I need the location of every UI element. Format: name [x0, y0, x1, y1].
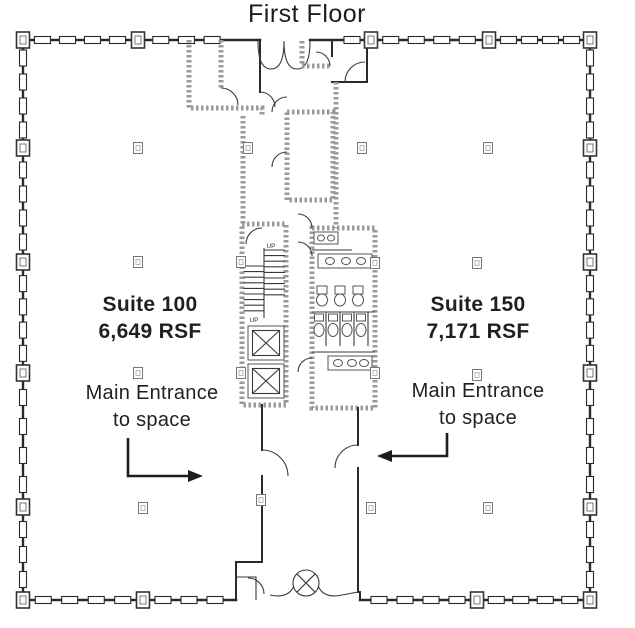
mid-room — [271, 96, 336, 203]
suite-150-name: Suite 150 — [431, 293, 526, 316]
page-title: First Floor — [248, 0, 366, 28]
top-right-rooms — [299, 39, 368, 83]
suite-150-entrance-label-2: to space — [439, 407, 517, 429]
restroom-door-icon — [297, 357, 313, 373]
window-mullions — [18, 35, 595, 605]
entry-double-door-icon — [257, 40, 311, 70]
suite-150-entrance-label-1: Main Entrance — [412, 380, 545, 402]
corridor-walls — [240, 82, 339, 228]
door-swing-icon — [220, 87, 239, 106]
door-swing-icon — [271, 96, 288, 113]
bottom-entrance — [235, 561, 361, 601]
elevator-bank — [247, 325, 285, 399]
vestibule-door-icon — [259, 91, 276, 108]
door-swing-icon — [271, 151, 288, 168]
restrooms — [297, 213, 378, 411]
door-swing-icon — [247, 577, 265, 595]
suite-100-entrance-label-2: to space — [113, 409, 191, 431]
lower-corridor — [261, 404, 359, 579]
suite-150-area: 7,171 RSF — [426, 320, 529, 343]
annotations: First Floor Suite 100 6,649 RSF Main Ent… — [86, 0, 545, 482]
closet-door-icon — [315, 51, 331, 67]
stair-treads — [243, 249, 285, 312]
stair-up-label: UP — [249, 317, 258, 324]
revolving-door-icon — [269, 569, 359, 597]
toilet-fixtures — [313, 285, 369, 346]
restroom-door-icon — [297, 241, 313, 257]
suite-100-area: 6,649 RSF — [98, 320, 201, 343]
right-entrance-arrow-icon — [377, 433, 449, 462]
column-markers — [15, 31, 598, 609]
suite-100-entrance-label-1: Main Entrance — [86, 382, 219, 404]
elevator-1-icon — [247, 325, 285, 361]
left-entrance-arrow-icon — [126, 438, 203, 482]
restroom-door-icon — [297, 213, 313, 229]
suite-150-door-icon — [334, 444, 359, 469]
suite-100-name: Suite 100 — [103, 293, 198, 316]
entry-vestibule — [257, 39, 311, 108]
stair-door-icon — [245, 227, 263, 245]
stair-up-label: UP — [266, 243, 275, 250]
top-left-room — [186, 40, 265, 116]
suite-100-door-icon — [261, 449, 289, 477]
stairwell — [239, 221, 289, 408]
elevator-2-icon — [247, 363, 285, 399]
door-swing-icon — [344, 61, 366, 83]
